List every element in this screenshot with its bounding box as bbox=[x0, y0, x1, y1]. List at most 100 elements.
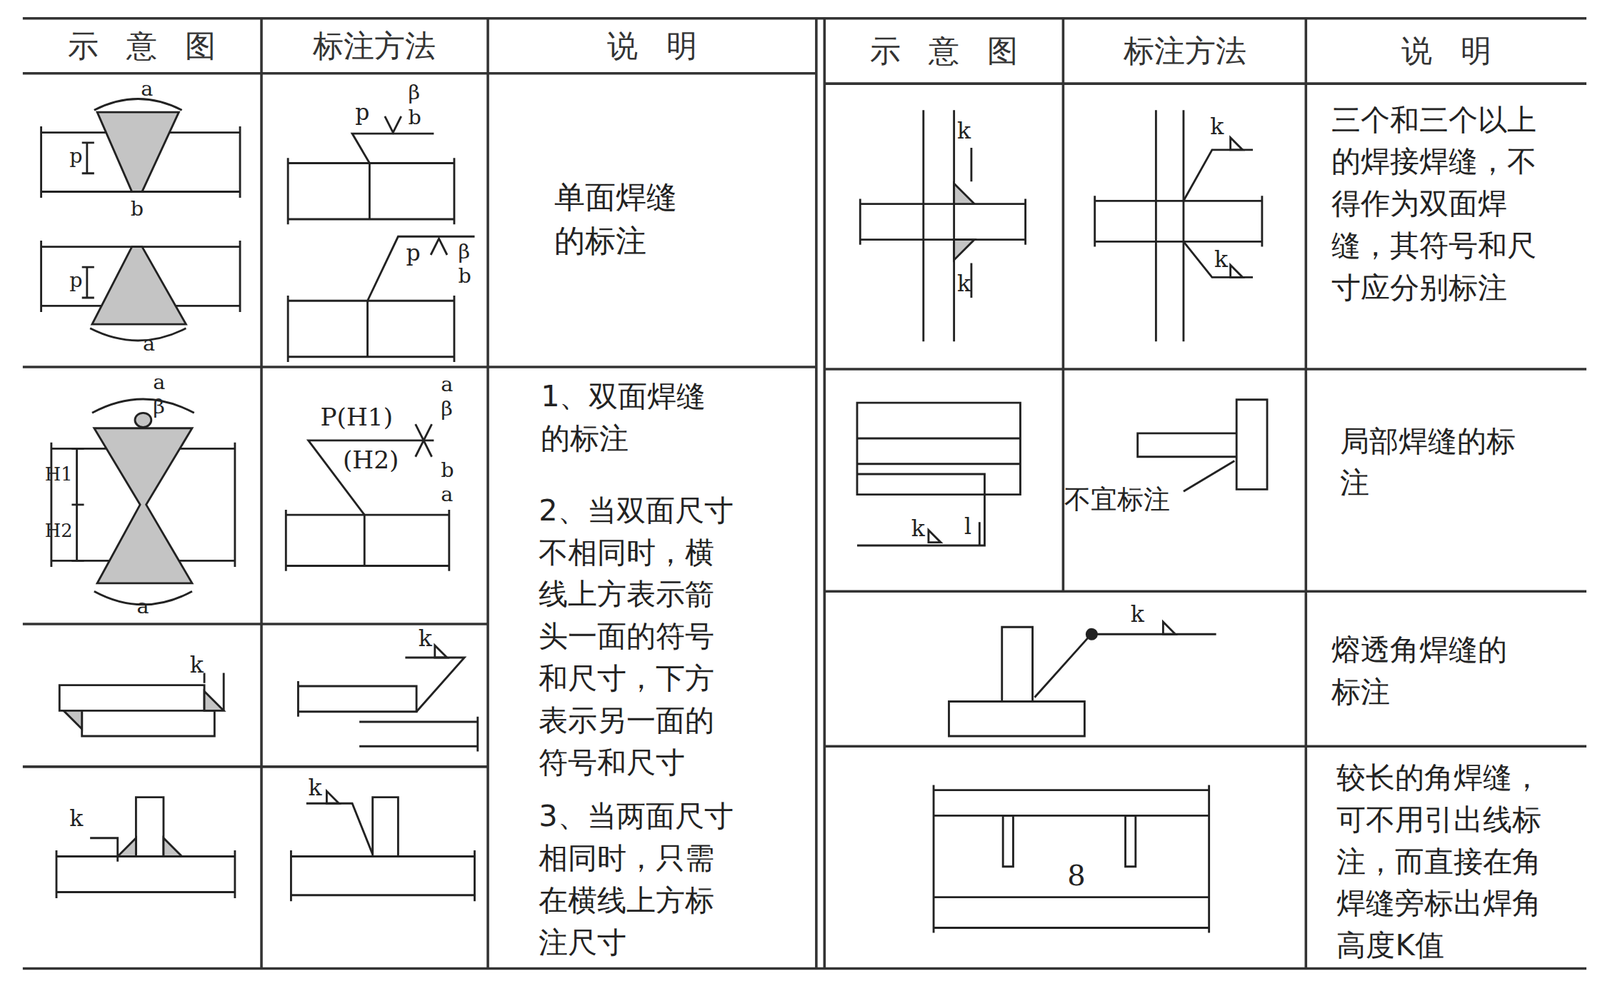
weld-illustration-part bbox=[857, 402, 1020, 546]
dimension-label: a bbox=[440, 373, 453, 396]
dimension-label: β bbox=[457, 240, 470, 263]
weld-illustration-part bbox=[415, 424, 433, 458]
weld-illustration-part bbox=[97, 112, 179, 192]
note-text: 较长的角焊缝，可不用引出线标注，而直接在角焊缝旁标出焊角高度K值 bbox=[1336, 757, 1546, 968]
note-text: 三个和三个以上的焊接焊缝，不得作为双面焊缝，其符号和尺寸应分别标注 bbox=[1331, 99, 1541, 310]
dimension-label: b bbox=[440, 459, 454, 482]
weld-illustration-part bbox=[92, 399, 195, 605]
weld-illustration-part bbox=[135, 412, 152, 428]
dimension-label: a bbox=[142, 332, 155, 355]
callout-text: 不宜标注 bbox=[1064, 481, 1170, 520]
dimension-label: a bbox=[140, 77, 153, 100]
dimension-label: β bbox=[407, 81, 420, 104]
dimension-label: p bbox=[69, 269, 83, 292]
dimension-label: k bbox=[190, 652, 204, 678]
note-text: 熔透角焊缝的标注 bbox=[1331, 629, 1534, 714]
weld-illustration-part bbox=[948, 627, 1085, 737]
weld-illustration-part bbox=[1162, 622, 1175, 635]
weld-illustration-part bbox=[135, 797, 164, 858]
header-cell: 示 意 图 bbox=[824, 32, 1063, 70]
dimension-label: k bbox=[957, 118, 971, 144]
weld-illustration-part bbox=[90, 328, 186, 341]
weld-illustration-part bbox=[1183, 150, 1253, 278]
weld-illustration-part bbox=[1034, 634, 1216, 698]
table-grid-part bbox=[22, 18, 1587, 970]
weld-illustration-part bbox=[82, 142, 95, 174]
dimension-label: k bbox=[911, 516, 925, 542]
weld-illustration-part bbox=[71, 448, 84, 561]
dimension-label: b bbox=[130, 197, 144, 220]
dimension-label: k bbox=[307, 775, 322, 801]
dimension-label: p bbox=[355, 100, 370, 125]
dimension-label: p bbox=[406, 240, 421, 266]
weld-illustration-part bbox=[163, 838, 183, 858]
weld-illustration-part bbox=[954, 240, 975, 261]
header-cell: 示 意 图 bbox=[22, 27, 261, 65]
weld-illustration-part bbox=[430, 238, 448, 255]
weld-illustration-part bbox=[92, 247, 186, 325]
weld-illustration-part bbox=[1002, 815, 1136, 867]
weld-illustration-part bbox=[204, 691, 224, 711]
dimension-label: k bbox=[957, 271, 971, 297]
header-cell: 标注方法 bbox=[261, 27, 488, 65]
dimension-label: l bbox=[964, 514, 972, 540]
dimension-label: 8 bbox=[1067, 860, 1085, 892]
weld-illustration-part bbox=[306, 803, 373, 855]
header-cell: 说 明 bbox=[487, 27, 817, 65]
dimension-label: a bbox=[440, 483, 453, 506]
weld-illustration-part bbox=[1230, 137, 1243, 278]
weld-illustration-part bbox=[435, 645, 448, 658]
weld-illustration-part bbox=[59, 685, 215, 737]
table-grid bbox=[22, 18, 1587, 970]
dimension-label: b bbox=[457, 265, 471, 288]
dimension-label: β bbox=[440, 397, 453, 420]
dimension-label: p bbox=[69, 145, 83, 168]
weld-illustration-part bbox=[285, 510, 449, 572]
weld-illustration-part bbox=[287, 295, 455, 363]
weld-illustration-part bbox=[117, 838, 137, 858]
dimension-label: k bbox=[69, 806, 83, 832]
weld-illustration-part bbox=[860, 110, 1025, 342]
dimension-label: k bbox=[1214, 247, 1228, 273]
note-text: 2、当双面尺寸不相同时，横线上方表示箭头一面的符号和尺寸，下方表示另一面的符号和… bbox=[538, 490, 741, 785]
weld-illustration-part bbox=[308, 440, 435, 515]
dimension-label: k bbox=[1130, 602, 1145, 628]
weld-illustration-part bbox=[385, 116, 402, 133]
weld-illustration-part bbox=[405, 657, 465, 713]
dimension-label: a bbox=[136, 595, 149, 618]
dimension-label: a bbox=[152, 371, 165, 394]
weld-illustration-part bbox=[1137, 400, 1268, 490]
weld-illustration-part bbox=[297, 681, 478, 753]
dimension-label: k bbox=[418, 626, 433, 652]
dimension-label: H1 bbox=[45, 464, 73, 485]
weld-illustration-part bbox=[290, 850, 475, 902]
dimension-label: P(H1) bbox=[320, 404, 393, 432]
weld-illustration-part bbox=[367, 236, 475, 301]
weld-illustration-part bbox=[1086, 629, 1097, 640]
note-text: 3、当两面尺寸相同时，只需在横线上方标注尺寸 bbox=[538, 795, 741, 964]
header-cell: 标注方法 bbox=[1063, 32, 1307, 70]
weld-illustration-part bbox=[94, 428, 193, 584]
dimension-label: b bbox=[407, 106, 421, 129]
weld-illustration-part bbox=[287, 157, 455, 225]
weld-illustration-part bbox=[954, 183, 975, 205]
weld-illustration-part bbox=[63, 710, 83, 730]
table-grid-part bbox=[824, 369, 1587, 747]
weld-illustration-part bbox=[352, 133, 434, 163]
table-grid-part bbox=[261, 18, 1306, 970]
dimension-label: β bbox=[152, 395, 165, 418]
dimension-label: H2 bbox=[45, 520, 73, 541]
dimension-label: k bbox=[1210, 114, 1224, 140]
weld-illustration-part bbox=[372, 797, 399, 858]
weld-illustration-part bbox=[928, 522, 980, 546]
dimension-label: (H2) bbox=[342, 447, 399, 475]
note-text: 局部焊缝的标注 bbox=[1340, 420, 1543, 505]
weld-illustration-part bbox=[933, 785, 1210, 934]
weld-illustration-part bbox=[94, 99, 183, 111]
weld-illustration-part bbox=[1183, 460, 1235, 492]
note-text: 1、双面焊缝的标注 bbox=[540, 375, 720, 460]
weld-illustration-part bbox=[204, 672, 224, 711]
note-text: 单面焊缝的标注 bbox=[554, 175, 688, 263]
